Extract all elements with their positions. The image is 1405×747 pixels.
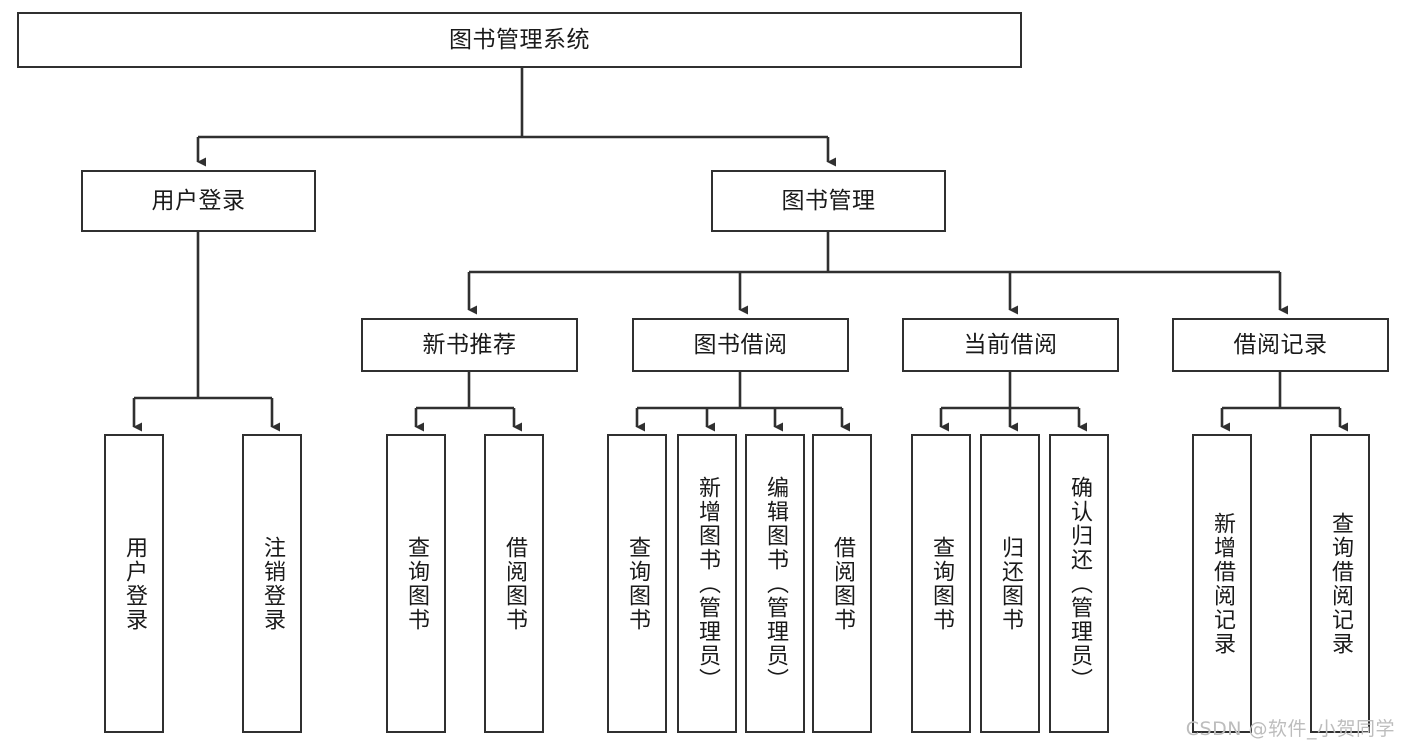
node-book-borrow-label: 图书借阅 bbox=[693, 331, 788, 358]
node-borrow-record-label: 借阅记录 bbox=[1233, 331, 1328, 358]
node-leaf-confirm-return-label: 确认归还（管理员） bbox=[1066, 475, 1092, 692]
edges-book-borrow bbox=[635, 372, 850, 432]
node-leaf-edit-book[interactable]: 编辑图书（管理员） bbox=[745, 434, 805, 733]
node-root-label: 图书管理系统 bbox=[449, 26, 590, 53]
node-new-book-recommend-label: 新书推荐 bbox=[422, 331, 517, 358]
node-leaf-query-book-1[interactable]: 查询图书 bbox=[386, 434, 446, 733]
node-root[interactable]: 图书管理系统 bbox=[17, 12, 1022, 68]
node-leaf-query-record-label: 查询借阅记录 bbox=[1327, 511, 1353, 656]
node-leaf-confirm-return[interactable]: 确认归还（管理员） bbox=[1049, 434, 1109, 733]
node-leaf-user-login[interactable]: 用户登录 bbox=[104, 434, 164, 733]
node-book-manage-label: 图书管理 bbox=[781, 187, 876, 214]
node-user-login-label: 用户登录 bbox=[151, 187, 246, 214]
node-leaf-add-record-label: 新增借阅记录 bbox=[1209, 511, 1235, 656]
node-leaf-return-book-label: 归还图书 bbox=[997, 535, 1023, 632]
node-current-borrow-label: 当前借阅 bbox=[963, 331, 1058, 358]
node-leaf-borrow-book-1-label: 借阅图书 bbox=[501, 535, 527, 632]
node-leaf-query-book-3-label: 查询图书 bbox=[928, 535, 954, 632]
node-leaf-add-book-label: 新增图书（管理员） bbox=[694, 475, 720, 692]
node-leaf-query-book-3[interactable]: 查询图书 bbox=[911, 434, 971, 733]
node-leaf-query-book-2[interactable]: 查询图书 bbox=[607, 434, 667, 733]
node-leaf-borrow-book-1[interactable]: 借阅图书 bbox=[484, 434, 544, 733]
node-leaf-borrow-book-2[interactable]: 借阅图书 bbox=[812, 434, 872, 733]
edges-borrow-record bbox=[1220, 372, 1348, 432]
node-leaf-add-book[interactable]: 新增图书（管理员） bbox=[677, 434, 737, 733]
node-leaf-user-logout[interactable]: 注销登录 bbox=[242, 434, 302, 733]
node-leaf-user-logout-label: 注销登录 bbox=[259, 535, 285, 632]
node-new-book-recommend[interactable]: 新书推荐 bbox=[361, 318, 578, 372]
node-leaf-query-record[interactable]: 查询借阅记录 bbox=[1310, 434, 1370, 733]
node-user-login[interactable]: 用户登录 bbox=[81, 170, 316, 232]
node-current-borrow[interactable]: 当前借阅 bbox=[902, 318, 1119, 372]
edges-new-book-recommend bbox=[414, 372, 522, 432]
node-leaf-query-book-2-label: 查询图书 bbox=[624, 535, 650, 632]
edges-current-borrow bbox=[939, 372, 1087, 432]
node-leaf-borrow-book-2-label: 借阅图书 bbox=[829, 535, 855, 632]
node-book-manage[interactable]: 图书管理 bbox=[711, 170, 946, 232]
watermark: CSDN @软件_小贺同学 bbox=[1185, 718, 1395, 740]
node-leaf-add-record[interactable]: 新增借阅记录 bbox=[1192, 434, 1252, 733]
node-book-borrow[interactable]: 图书借阅 bbox=[632, 318, 849, 372]
node-leaf-query-book-1-label: 查询图书 bbox=[403, 535, 429, 632]
edges-book-manage bbox=[467, 232, 1288, 315]
node-borrow-record[interactable]: 借阅记录 bbox=[1172, 318, 1389, 372]
node-leaf-user-login-label: 用户登录 bbox=[121, 535, 147, 632]
edges-root bbox=[196, 68, 836, 167]
edges-user-login bbox=[132, 232, 280, 432]
node-leaf-edit-book-label: 编辑图书（管理员） bbox=[762, 475, 788, 692]
node-leaf-return-book[interactable]: 归还图书 bbox=[980, 434, 1040, 733]
